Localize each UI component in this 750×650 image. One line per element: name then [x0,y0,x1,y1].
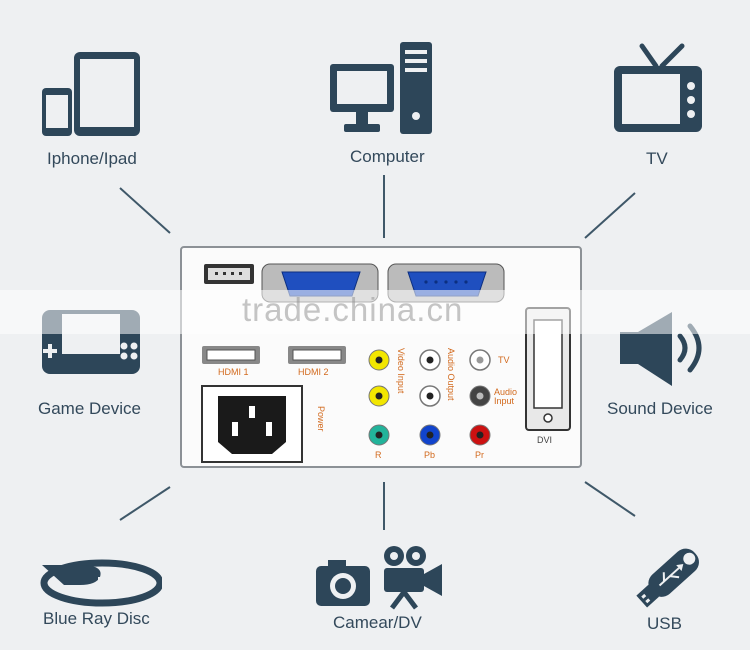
hdmi1-label: HDMI 1 [218,367,249,377]
usb-drive-icon [636,548,699,608]
dvi-label: DVI [537,435,553,445]
computer-icon [330,42,432,134]
watermark-text: trade.china.cn [242,291,464,328]
pb-label: Pb [424,450,436,460]
device-label-bluray: Blue Ray Disc [43,609,150,628]
video-input-label: Video Input [396,348,406,394]
r-label: R [375,450,382,460]
tv-icon [614,43,702,132]
pr-label: Pr [475,450,484,460]
watermark-band [0,290,750,334]
camera-camcorder-icon [316,546,442,610]
bluray-disc-icon [40,559,162,607]
audio-output-label: Audio Output [446,348,456,401]
hdmi2-label: HDMI 2 [298,367,329,377]
power-label: Power [316,406,326,432]
device-label-iphone: Iphone/Ipad [47,149,137,168]
tv-port-label: TV [498,355,510,365]
device-label-sound: Sound Device [607,399,713,418]
connector-panel: HDMI 1 HDMI 2 Power Video Input Audio Ou… [180,246,582,468]
device-label-computer: Computer [350,147,425,166]
audio-input-label: Audio Input [494,387,518,406]
device-label-game: Game Device [38,399,141,418]
device-label-usb: USB [647,614,682,633]
device-label-tv: TV [646,149,668,168]
tablet-phone-icon [42,52,140,136]
device-label-camera: Camear/DV [333,613,422,632]
panel-ports-graphic [201,263,571,463]
